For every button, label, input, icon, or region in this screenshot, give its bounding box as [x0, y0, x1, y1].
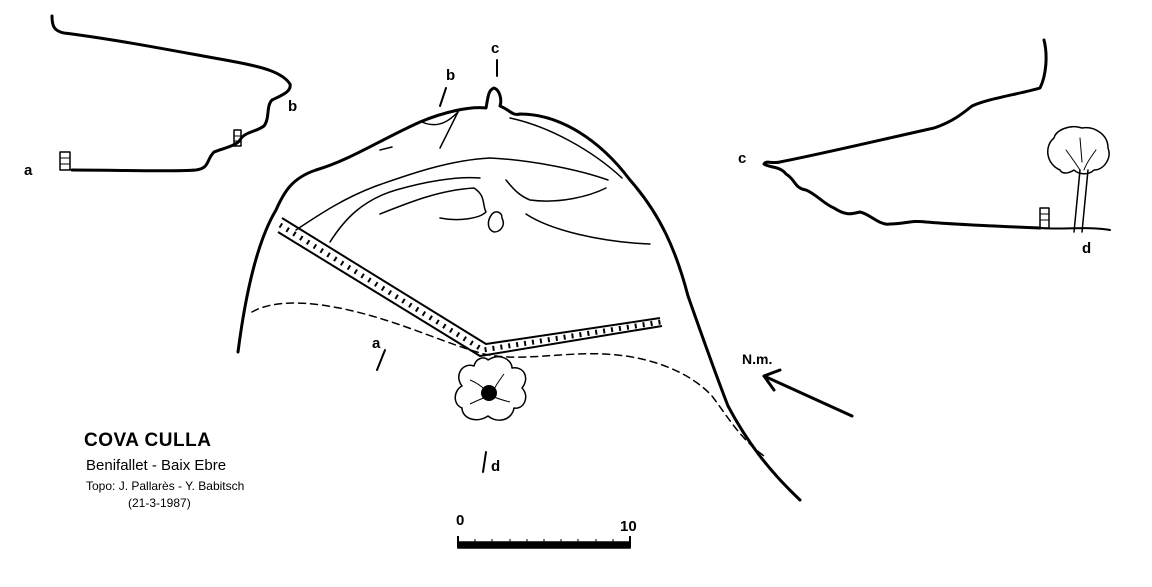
survey-date: (21-3-1987)	[128, 496, 191, 510]
label-c-plan: c	[491, 40, 500, 57]
label-d-plan: d	[491, 458, 501, 475]
label-c-right-section: c	[738, 150, 747, 167]
right-section-profile	[762, 38, 1111, 233]
label-b-left-section: b	[288, 98, 298, 115]
survey-credits: Topo: J. Pallarès - Y. Babitsch	[86, 479, 245, 493]
scale-end-label: 10	[620, 518, 637, 535]
survey-location: Benifallet - Baix Ebre	[86, 457, 227, 474]
label-b-plan: b	[446, 67, 456, 84]
scale-bar	[457, 536, 631, 549]
label-a-left-section: a	[24, 162, 33, 179]
plan-tree-symbol	[454, 356, 527, 421]
cave-plan-outline	[236, 86, 802, 502]
north-arrow-label: N.m.	[742, 351, 773, 367]
label-d-right-section: d	[1082, 240, 1092, 257]
north-arrow	[762, 368, 854, 418]
survey-title: COVA CULLA	[84, 430, 212, 451]
left-section-profile	[50, 14, 292, 173]
label-a-plan: a	[372, 335, 381, 352]
scale-start-label: 0	[456, 512, 465, 529]
plan-hatched-wall	[277, 217, 663, 357]
plan-section-ticks	[376, 59, 498, 473]
